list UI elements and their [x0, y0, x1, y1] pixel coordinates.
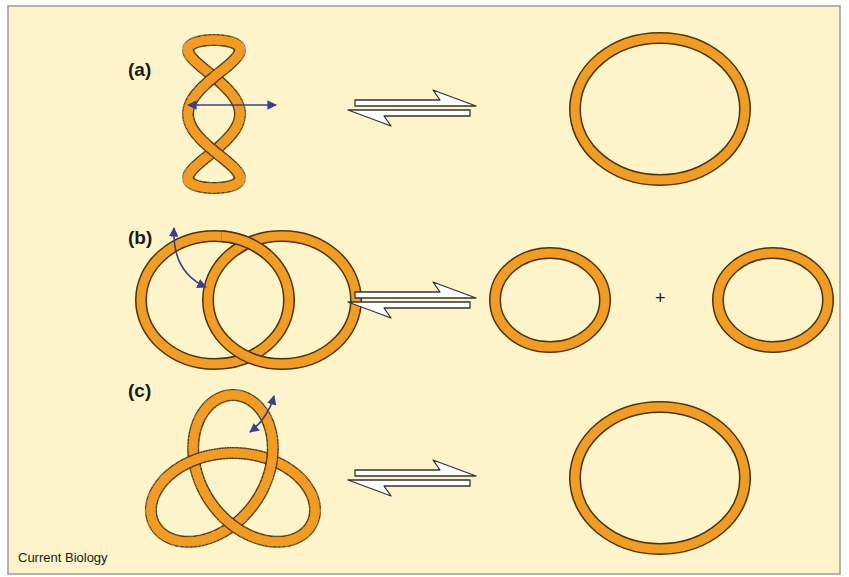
plus-sign: +: [655, 289, 666, 309]
equilibrium-arrows: [348, 460, 476, 496]
free-circle: [495, 253, 605, 347]
equilibrium-arrows: [348, 282, 476, 318]
background-panel: [8, 6, 840, 574]
panel-label: (b): [128, 228, 152, 249]
panel-label: (a): [128, 60, 151, 81]
panel-label: (c): [128, 381, 151, 402]
unknotted-circle: [575, 407, 745, 549]
strand-passage-arrow: [188, 104, 276, 106]
free-circle: [718, 253, 828, 347]
equilibrium-arrows: [348, 90, 476, 126]
catenane-ring: [141, 236, 289, 364]
supercoiled-dna: [188, 40, 240, 188]
relaxed-circle: [575, 38, 745, 180]
catenane-ring: [208, 236, 356, 364]
catenane-overpass: [221, 236, 267, 255]
strand-passage-arrow: [250, 396, 274, 432]
trefoil-knot: [151, 395, 315, 542]
strand-passage-arrow: [174, 228, 206, 287]
journal-credit: Current Biology: [18, 551, 108, 565]
